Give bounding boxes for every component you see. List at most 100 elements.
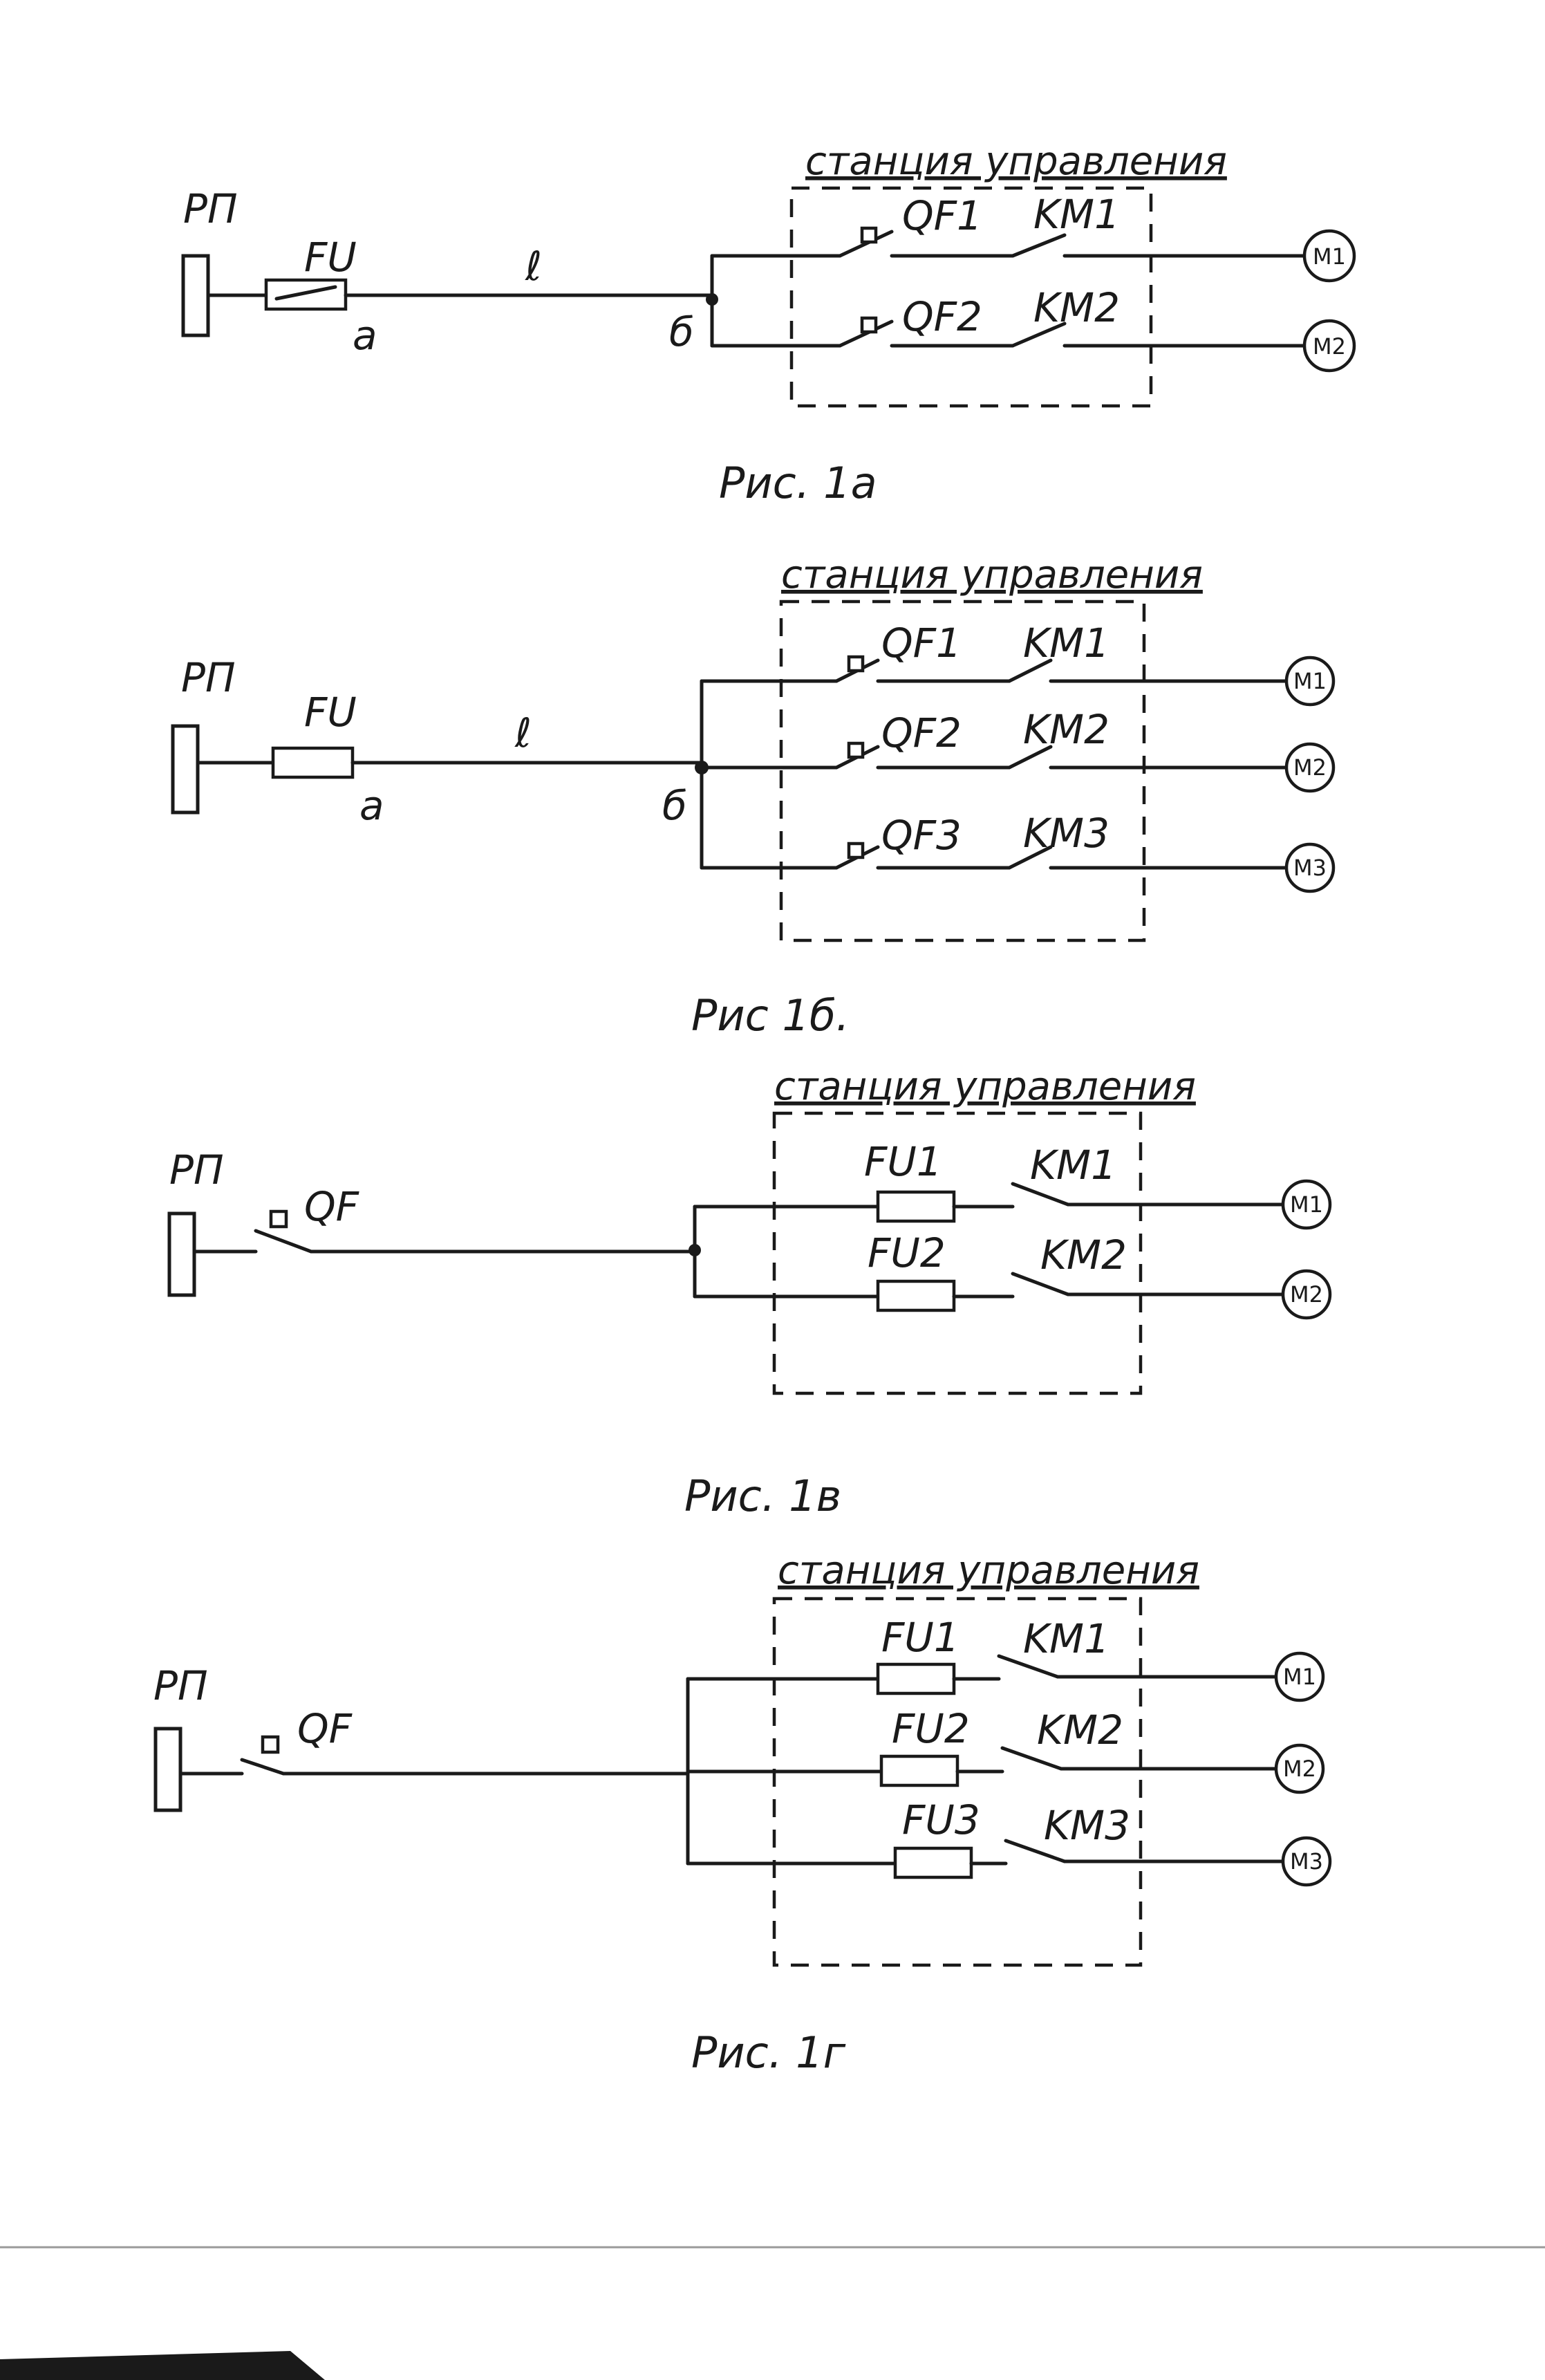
motor-symbol	[1274, 1743, 1325, 1794]
breaker-label: QF1	[881, 620, 962, 667]
panel-label: РП	[183, 185, 238, 232]
contactor-label: KM1	[1030, 1142, 1116, 1189]
motor-label: M1	[1290, 1191, 1323, 1218]
contactor-contact	[1011, 1182, 1070, 1207]
contactor-label: KM2	[1037, 1707, 1123, 1754]
fuse-mark	[274, 285, 337, 301]
fuse-label: FU	[304, 234, 357, 281]
breaker-latch	[860, 226, 878, 244]
fuse-symbol	[271, 746, 355, 779]
station-title: станция управления	[774, 1064, 1196, 1109]
fuse-label: FU	[304, 689, 357, 736]
control-station-box	[779, 599, 1146, 942]
breaker-label: QF1	[902, 192, 982, 239]
figure-caption: Рис. 1в	[684, 1471, 841, 1521]
breaker-latch	[860, 316, 878, 334]
motor-label: M1	[1283, 1664, 1316, 1690]
contactor-label: KM1	[1023, 1615, 1109, 1662]
contactor-label: KM1	[1033, 191, 1120, 238]
motor-symbol	[1284, 742, 1336, 793]
contactor-label: KM3	[1023, 810, 1109, 857]
figure-1v: станция управления РП QF FU1 KM1 M1 FU2 …	[167, 1064, 1332, 1521]
breaker-latch	[847, 655, 865, 673]
contactor-contact	[1007, 658, 1053, 683]
figure-caption: Рис. 1а	[719, 458, 877, 508]
motor-label: M1	[1293, 668, 1327, 694]
distribution-panel	[167, 1211, 196, 1297]
figure-1a: станция управления РП FU а ℓ б QF1 KM1 M…	[181, 139, 1356, 508]
breaker-latch	[847, 842, 865, 859]
figure-1b: станция управления РП FU а ℓ б QF1 KM1 M…	[171, 552, 1336, 1041]
contactor-contact	[1004, 1839, 1067, 1863]
breaker-label: QF	[297, 1705, 353, 1752]
motor-symbol	[1302, 229, 1356, 283]
panel-label: РП	[181, 654, 236, 701]
breaker-label: QF3	[881, 812, 962, 859]
control-station-box	[789, 186, 1153, 408]
figure-caption: Рис. 1г	[691, 2027, 846, 2078]
fuse-symbol	[876, 1190, 956, 1223]
distribution-panel	[171, 724, 200, 815]
fuse-label: FU2	[892, 1705, 970, 1752]
breaker-label: QF2	[902, 293, 982, 340]
breaker-latch	[269, 1209, 288, 1229]
fuse-symbol	[876, 1662, 956, 1695]
station-title: станция управления	[778, 1548, 1199, 1593]
contactor-label: KM1	[1023, 620, 1109, 667]
contactor-contact	[1011, 233, 1067, 258]
contactor-label: KM2	[1023, 706, 1109, 753]
breaker-contact	[240, 1758, 285, 1776]
panel-label: РП	[153, 1662, 208, 1709]
contactor-contact	[1011, 322, 1067, 348]
figure-caption: Рис 1б.	[691, 990, 850, 1041]
figure-1g: станция управления РП QF FU1 KM1 M1 FU2 …	[153, 1548, 1332, 2078]
contactor-label: KM3	[1044, 1802, 1130, 1849]
motor-symbol	[1284, 656, 1336, 707]
motor-label: M2	[1290, 1281, 1323, 1308]
point-b-label: б	[669, 308, 694, 355]
control-station-box	[772, 1111, 1143, 1395]
fuse-label: FU3	[902, 1796, 980, 1843]
motor-symbol	[1302, 319, 1356, 373]
contactor-contact	[1000, 1746, 1063, 1771]
motor-label: M2	[1313, 333, 1346, 360]
motor-label: M1	[1313, 243, 1346, 270]
contactor-label: KM2	[1040, 1231, 1127, 1279]
motor-symbol	[1281, 1269, 1332, 1320]
point-a-label: а	[359, 782, 384, 829]
contactor-contact	[1007, 845, 1053, 870]
motor-label: M2	[1293, 754, 1327, 781]
contactor-contact	[997, 1654, 1060, 1679]
motor-label: M2	[1283, 1756, 1316, 1782]
panel-label: РП	[169, 1146, 224, 1193]
distribution-panel	[181, 254, 210, 337]
fuse-label: FU2	[868, 1229, 946, 1276]
breaker-contact	[838, 319, 894, 348]
fuse-label: FU1	[881, 1614, 959, 1661]
point-a-label: а	[353, 312, 377, 359]
motor-symbol	[1281, 1179, 1332, 1230]
breaker-label: QF2	[881, 709, 962, 756]
fuse-symbol	[876, 1279, 956, 1312]
line-length-label: ℓ	[514, 709, 532, 756]
breaker-latch	[847, 741, 865, 759]
contactor-contact	[1007, 745, 1053, 770]
station-title: станция управления	[781, 552, 1203, 597]
motor-symbol	[1284, 842, 1336, 893]
motor-label: M3	[1293, 855, 1327, 881]
point-b-label: б	[662, 782, 687, 829]
motor-label: M3	[1290, 1848, 1323, 1875]
breaker-latch	[261, 1735, 280, 1754]
distribution-panel	[153, 1727, 182, 1812]
contactor-label: KM2	[1033, 284, 1120, 331]
fuse-symbol	[879, 1754, 959, 1787]
station-title: станция управления	[805, 139, 1227, 184]
control-station-box	[772, 1597, 1143, 1967]
contactor-contact	[1011, 1272, 1070, 1296]
scan-edge-mark	[0, 2351, 325, 2380]
breaker-contact	[838, 230, 894, 258]
breaker-label: QF	[304, 1183, 360, 1230]
fuse-symbol	[893, 1846, 973, 1879]
